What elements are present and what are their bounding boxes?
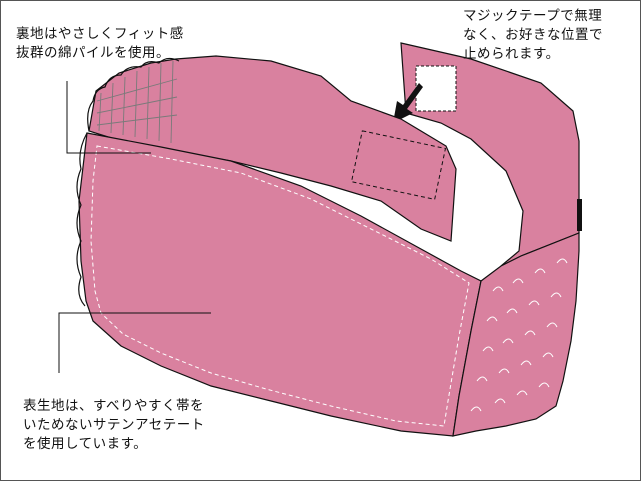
magic-tape-callout-line-2: なく、お好きな位置で (463, 27, 603, 43)
leader-line-surface (58, 312, 211, 373)
magic-tape-callout-line-1: マジックテープで無理 (463, 8, 603, 24)
velcro-patch-lining (350, 130, 447, 200)
left-pile-edge (76, 132, 88, 307)
leader-line-lining (66, 81, 151, 154)
velcro-patch-strap (415, 65, 457, 112)
surface-callout: 表生地は、すべりやすく帯を いためないサテンアセテート を使用しています。 (23, 397, 205, 454)
lining-callout-line-2: 抜群の綿パイルを使用。 (16, 45, 170, 61)
stitch-line (90, 145, 470, 427)
inner-lining (88, 55, 457, 242)
pile-texture (96, 60, 178, 144)
front-satin-panel (78, 132, 482, 437)
surface-callout-line-3: を使用しています。 (23, 436, 148, 452)
strap-end-cap (577, 199, 582, 231)
right-pile-section (452, 232, 580, 437)
surface-callout-line-2: いためないサテンアセテート (23, 417, 205, 433)
surface-callout-line-1: 表生地は、すべりやすく帯を (23, 398, 205, 414)
lining-callout-line-1: 裏地はやさしくフィット感 (16, 26, 184, 42)
pile-curls (470, 258, 568, 412)
lining-scallop-edge (87, 57, 180, 132)
arrow-icon (393, 83, 423, 123)
magic-tape-callout-line-3: 止められます。 (463, 46, 560, 62)
lining-callout: 裏地はやさしくフィット感 抜群の綿パイルを使用。 (16, 25, 184, 63)
magic-tape-callout: マジックテープで無理 なく、お好きな位置で 止められます。 (463, 7, 603, 64)
